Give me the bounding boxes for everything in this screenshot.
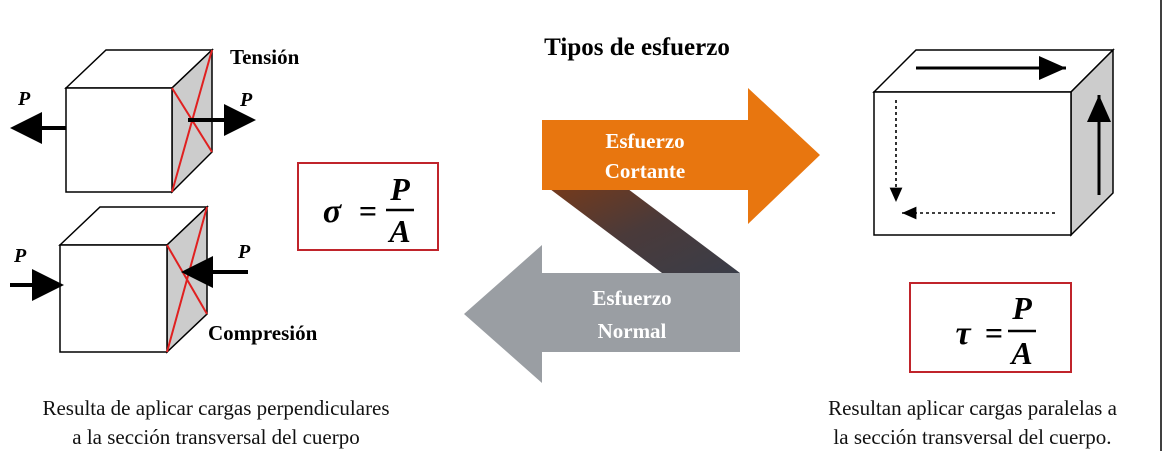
formula-shear-den: A — [1009, 335, 1032, 371]
compression-load-left: P — [13, 245, 27, 267]
tension-load-right: P — [239, 89, 253, 111]
caption-left-line2: a la sección transversal del cuerpo — [72, 425, 360, 449]
normal-arrow-line1: Esfuerzo — [592, 286, 671, 310]
shear-cube — [872, 48, 1115, 237]
formula-normal-box: σ = P A — [297, 162, 439, 251]
compression-cube — [58, 205, 209, 354]
tension-load-left: P — [17, 88, 31, 110]
formula-normal-num: P — [389, 171, 410, 207]
caption-right-line1: Resultan aplicar cargas paralelas a — [828, 396, 1117, 420]
diagram-title: Tipos de esfuerzo — [544, 34, 730, 61]
compression-load-right: P — [237, 241, 251, 263]
normal-stress-arrow — [464, 245, 740, 383]
caption-right: Resultan aplicar cargas paralelas a la s… — [790, 394, 1155, 452]
formula-shear-box: τ = P A — [909, 282, 1072, 373]
caption-right-line2: la sección transversal del cuerpo. — [833, 425, 1112, 449]
formula-shear-lhs: τ — [955, 315, 971, 352]
formula-normal-eq: = — [359, 193, 377, 229]
formula-normal-lhs: σ — [323, 193, 343, 230]
caption-left: Resulta de aplicar cargas perpendiculare… — [0, 394, 432, 452]
formula-shear-num: P — [1011, 290, 1032, 326]
formula-normal-den: A — [387, 213, 410, 249]
caption-left-line1: Resulta de aplicar cargas perpendiculare… — [42, 396, 390, 420]
tension-label: Tensión — [230, 45, 300, 69]
shear-normal-connector — [542, 183, 740, 273]
normal-arrow-line2: Normal — [598, 319, 667, 343]
shear-arrow-line2: Cortante — [605, 159, 685, 183]
compression-label: Compresión — [208, 321, 318, 345]
shear-arrow-line1: Esfuerzo — [605, 129, 684, 153]
shear-stress-arrow — [542, 88, 820, 224]
formula-shear-eq: = — [985, 315, 1003, 351]
